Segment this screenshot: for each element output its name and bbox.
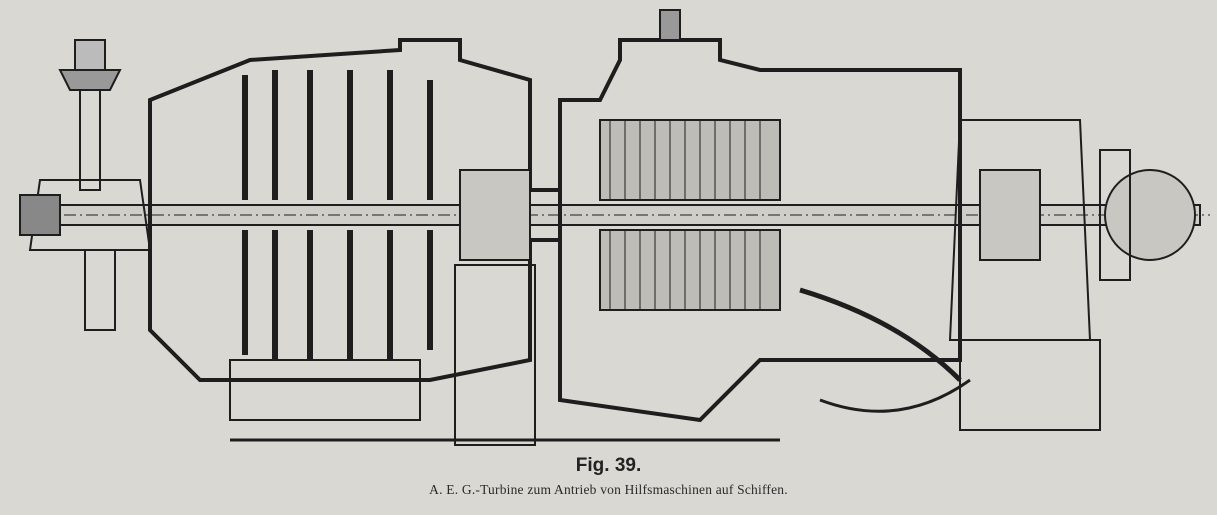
turbine-casing	[148, 38, 780, 442]
governor	[19, 39, 152, 331]
turbine-blades	[242, 70, 433, 360]
turbine-drawing	[19, 9, 1210, 446]
bearing-right	[948, 119, 1196, 431]
figure-caption: A. E. G.-Turbine zum Antrieb von Hilfsma…	[429, 482, 788, 497]
generator	[558, 9, 971, 423]
figure-title: Fig. 39.	[575, 455, 642, 476]
bearing-left	[454, 169, 536, 446]
